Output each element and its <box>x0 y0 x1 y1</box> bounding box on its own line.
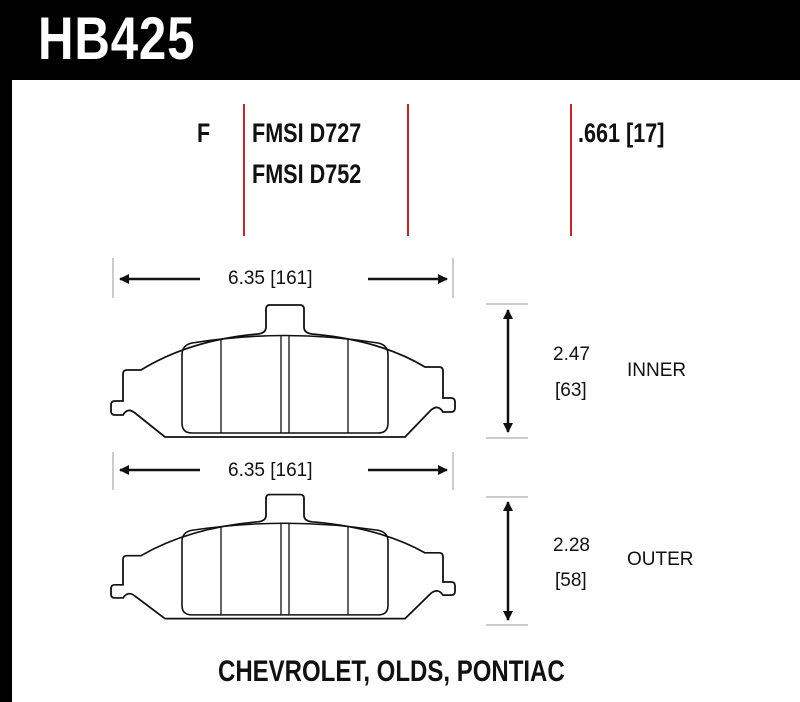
outer-label: OUTER <box>627 549 694 570</box>
part-number: HB425 <box>38 5 196 72</box>
inner-height-mm: [63] <box>555 380 587 401</box>
thickness: .661 [17] <box>578 118 665 148</box>
divider-line <box>570 104 572 236</box>
extension-lines <box>112 258 528 626</box>
fmsi-number: FMSI D752 <box>252 159 362 189</box>
outer-height-in: 2.28 <box>553 535 590 556</box>
position-label: F <box>197 118 211 148</box>
fmsi-number: FMSI D727 <box>252 118 362 148</box>
inner-width: 6.35 [161] <box>228 268 313 289</box>
divider-line <box>243 104 245 236</box>
inner-label: INNER <box>627 360 687 381</box>
header-bar <box>0 0 800 80</box>
inner-height-in: 2.47 <box>553 344 590 365</box>
divider-line <box>407 104 409 236</box>
applications: CHEVROLET, OLDS, PONTIAC <box>218 655 565 688</box>
inner-pad <box>110 304 456 438</box>
outer-height-mm: [58] <box>555 570 587 591</box>
outer-width: 6.35 [161] <box>228 460 313 481</box>
left-border <box>0 0 12 702</box>
dimension-arrows <box>119 274 513 621</box>
outer-pad <box>110 493 456 620</box>
